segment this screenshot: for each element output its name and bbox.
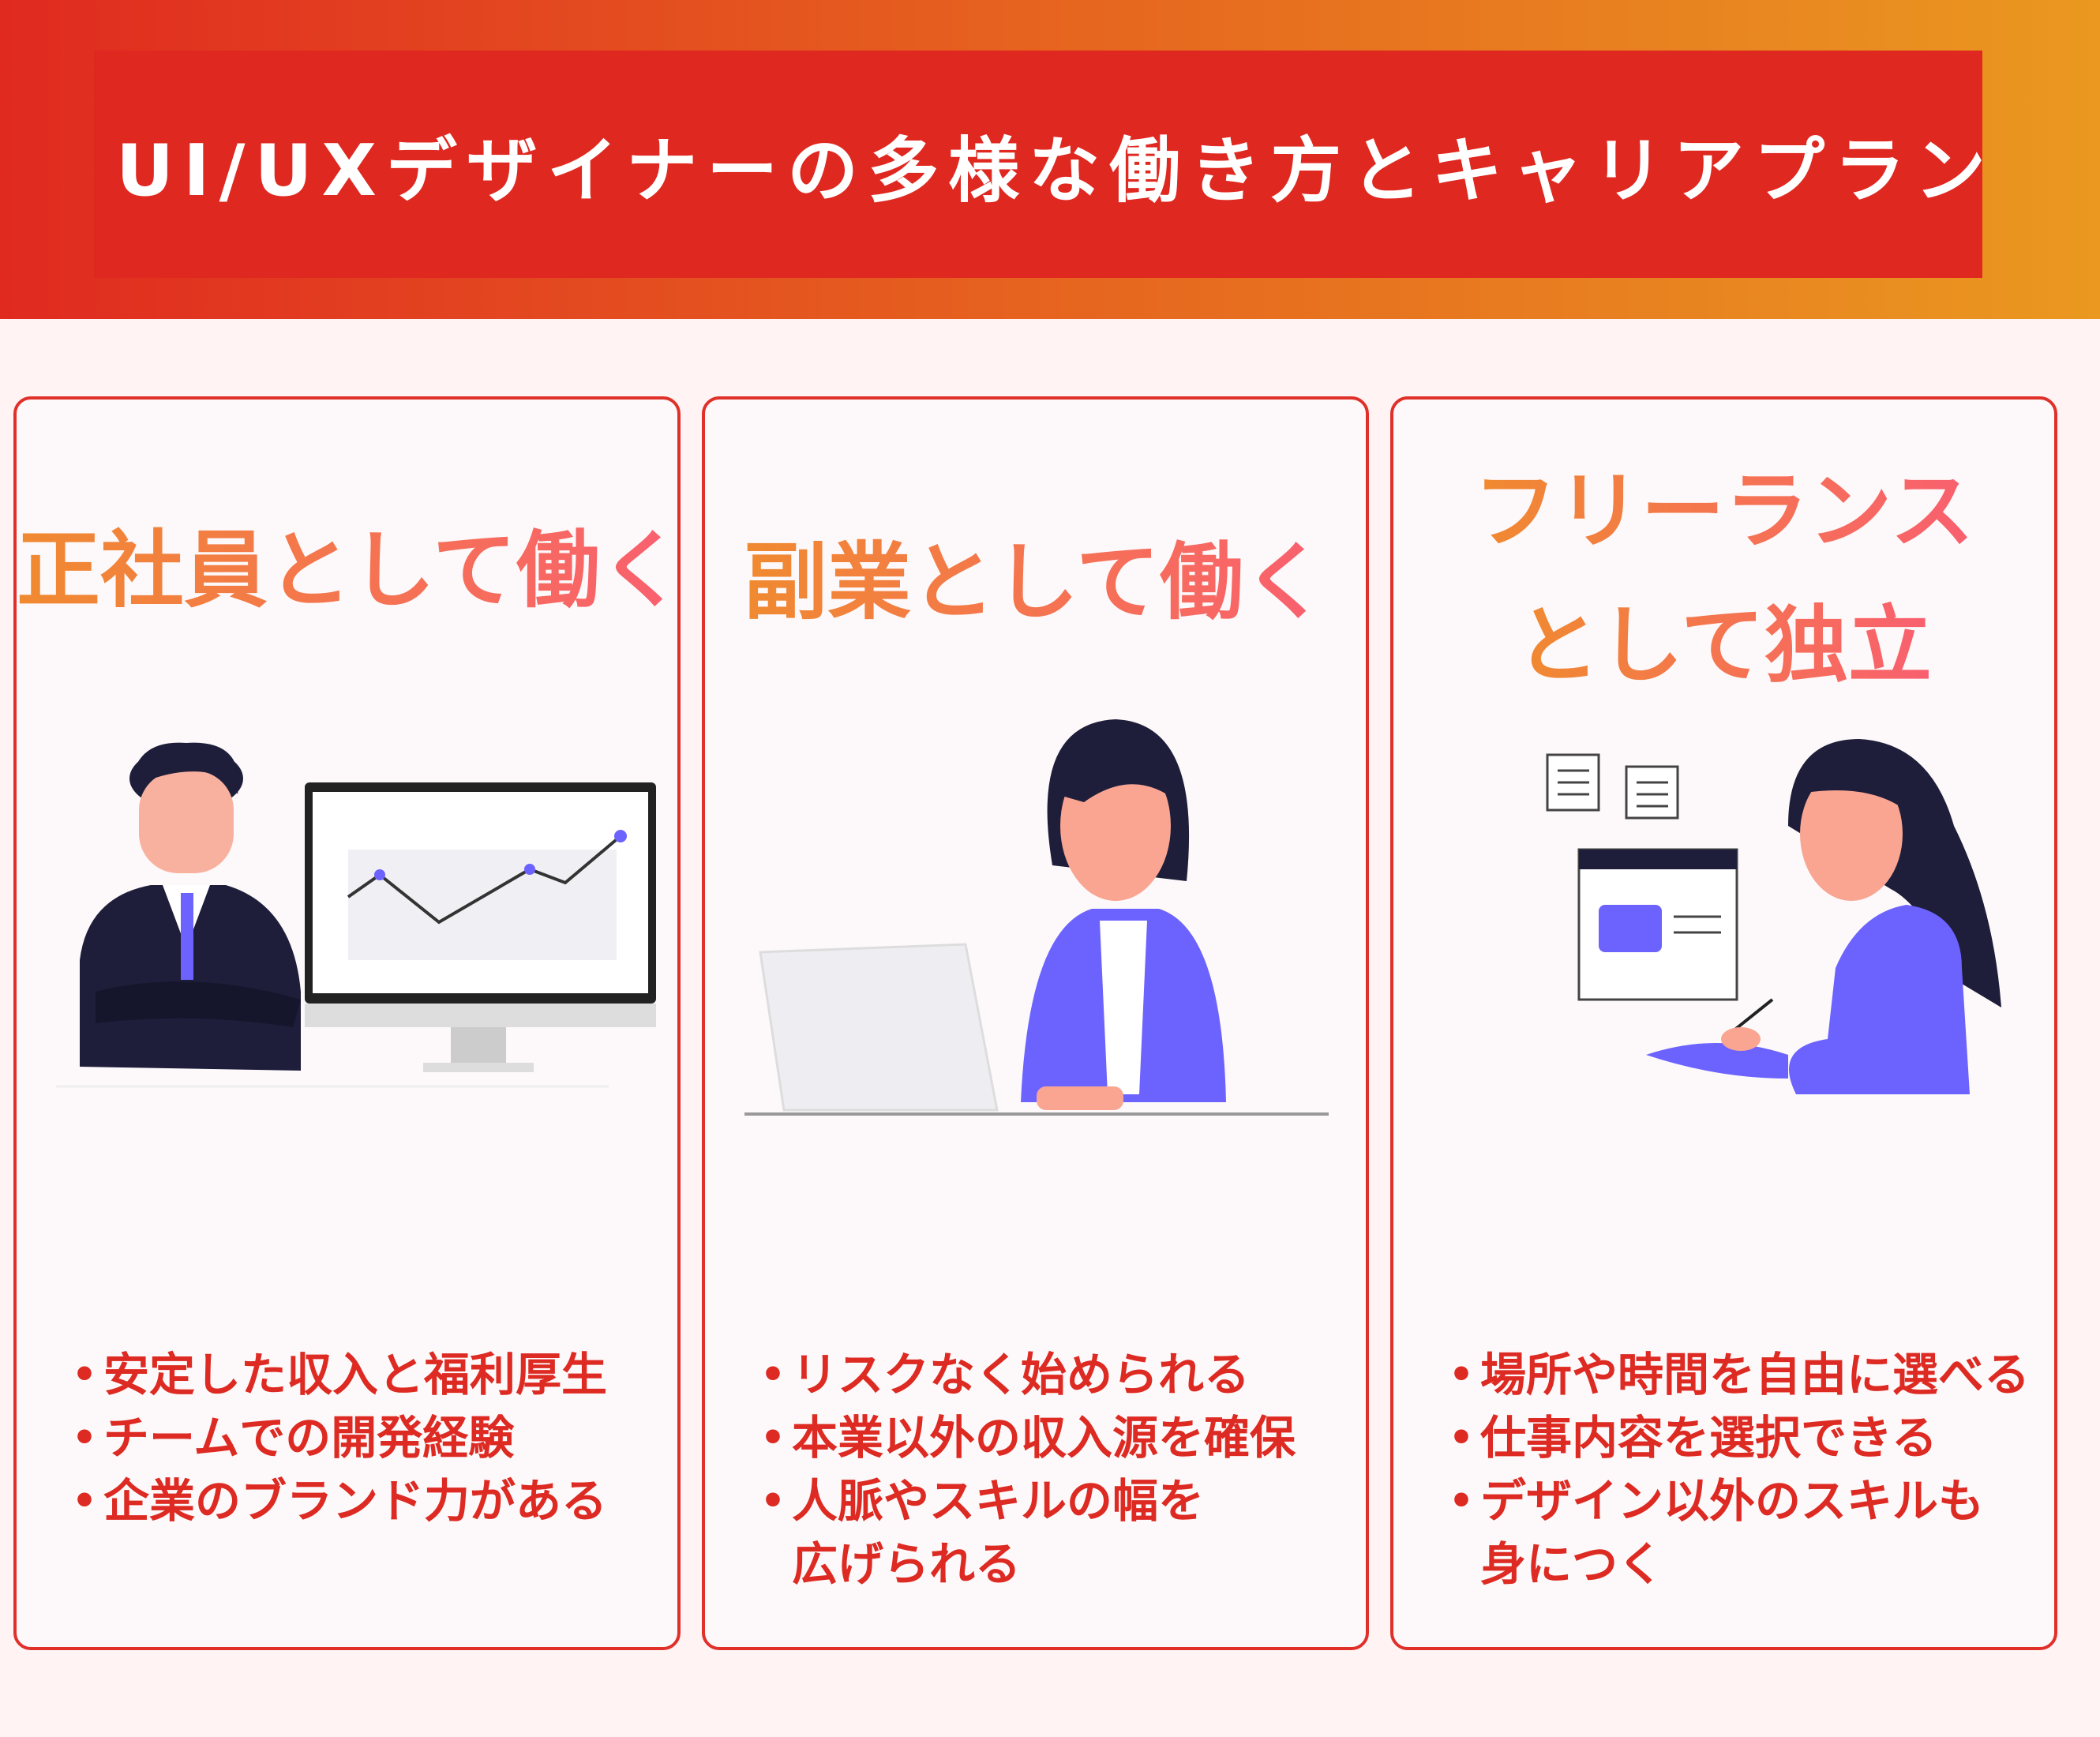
card-title: フリーランス — [1473, 463, 1974, 560]
card-side-job: 副業として働く リスクなく始められる 本業以外の収入源を確保 人脈やスキルの幅を… — [702, 396, 1369, 1650]
card-full-time: 正社員として働く 安定した収入と福利厚生 チームでの開発経験 企業のブランド力が… — [13, 396, 684, 1650]
benefit-list: 場所や時間を自由に選べる 仕事内容を選択できる デザイン以外のスキルも 身につく — [1449, 1343, 2030, 1596]
woman-laptop-illustration — [744, 719, 1329, 1116]
benefit-list: リスクなく始められる 本業以外の収入源を確保 人脈やスキルの幅を 広げられる — [760, 1343, 1296, 1596]
list-item: リスクなく始められる — [760, 1343, 1296, 1406]
card-title: 副業として働く — [744, 534, 1327, 631]
list-item: 場所や時間を自由に選べる — [1449, 1343, 2030, 1406]
list-item-continuation: 身につく — [1480, 1537, 1664, 1591]
woman-designing-illustration — [1546, 739, 2001, 1094]
list-item-continuation: 広げられる — [792, 1537, 1022, 1591]
title-box: UI/UXデザイナーの多様な働き方とキャリアプラン — [94, 51, 1986, 278]
card-title: 正社員として働く — [17, 522, 684, 619]
list-item: 人脈やスキルの幅を — [760, 1469, 1296, 1533]
benefit-list: 安定した収入と福利厚生 チームでの開発経験 企業のブランド力がある — [72, 1343, 607, 1533]
page-title: UI/UXデザイナーの多様な働き方とキャリアプラン — [116, 129, 1996, 212]
list-item: チームでの開発経験 — [72, 1406, 607, 1469]
businessman-chart-illustration — [56, 742, 656, 1088]
list-item: 仕事内容を選択できる — [1449, 1406, 2030, 1469]
list-item: 安定した収入と福利厚生 — [72, 1343, 607, 1406]
list-item: デザイン以外のスキルも — [1449, 1469, 2030, 1533]
card-title-line-2: として独立 — [1516, 597, 1932, 694]
header-banner: UI/UXデザイナーの多様な働き方とキャリアプラン — [0, 0, 2100, 319]
list-item: 本業以外の収入源を確保 — [760, 1406, 1296, 1469]
card-freelance: フリーランス として独立 場所や時間を自由に選べる 仕事内容を選択できる デザイ… — [1390, 396, 2057, 1650]
list-item: 企業のブランド力がある — [72, 1469, 607, 1533]
